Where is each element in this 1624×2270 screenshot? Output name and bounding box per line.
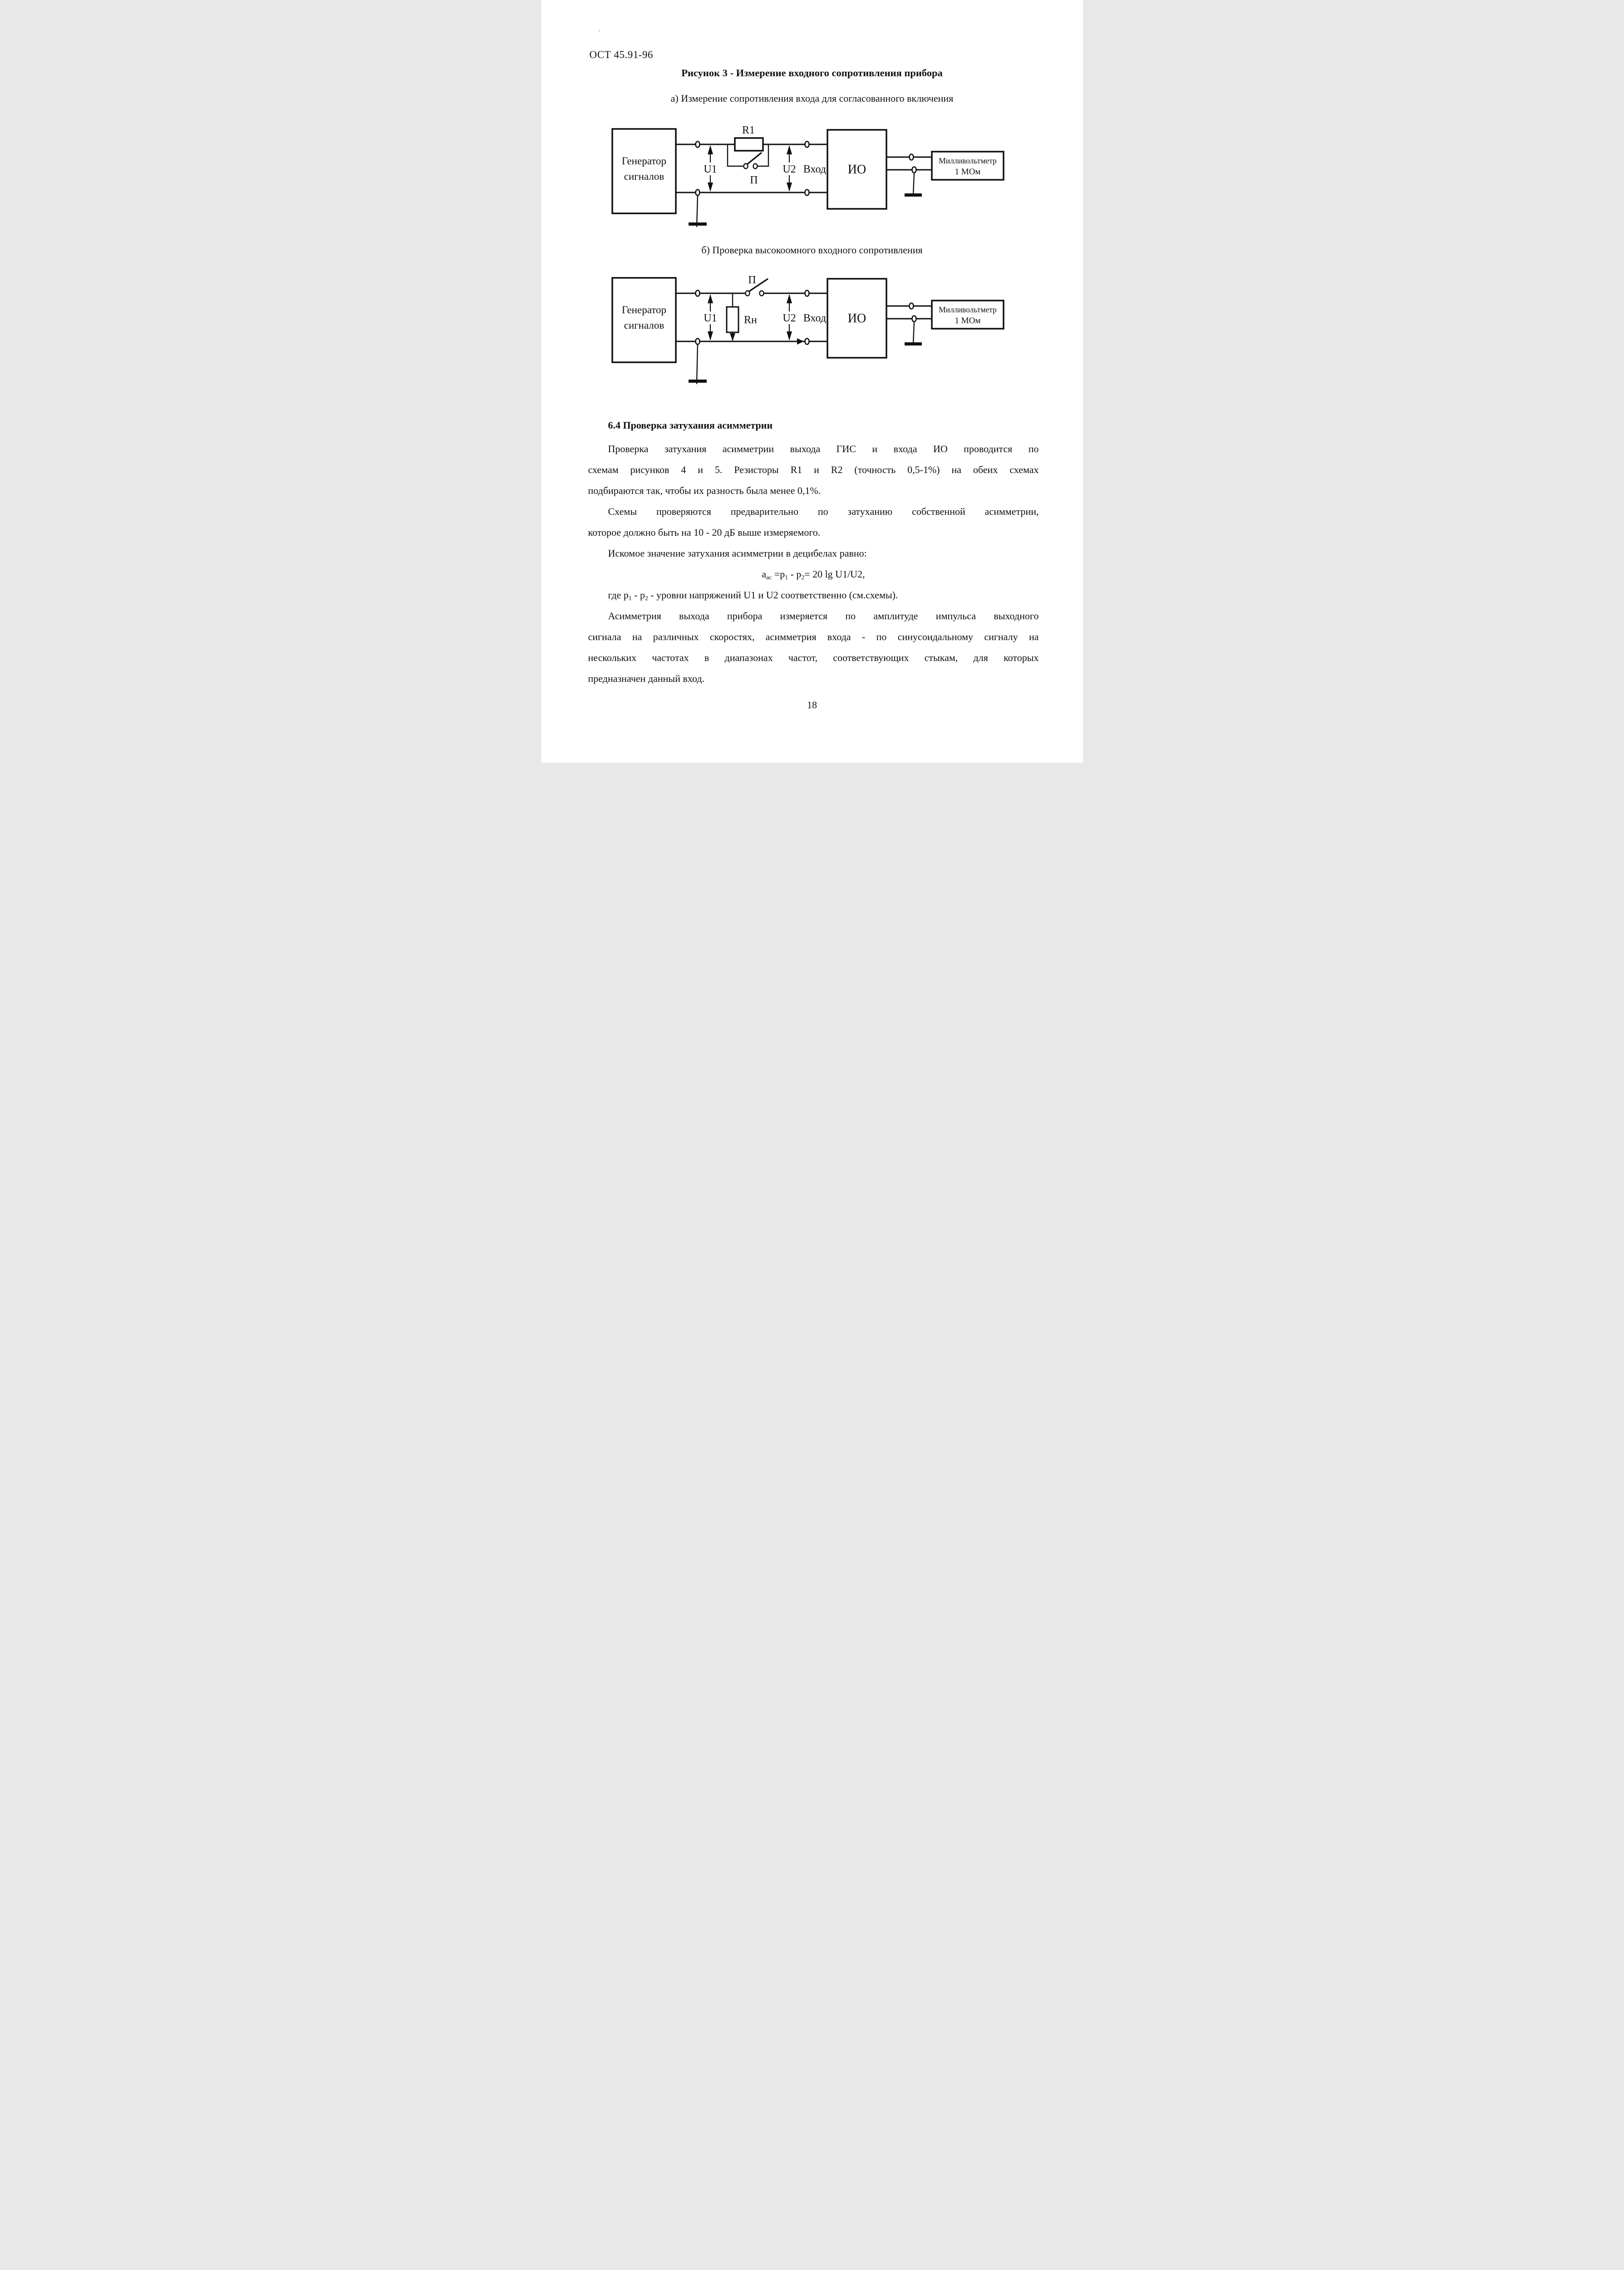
- section-heading: 6.4 Проверка затухания асимметрии: [608, 419, 773, 431]
- formula-segment: = 20 lg U1/U2,: [804, 568, 865, 580]
- terminal-icon: [694, 141, 700, 148]
- scan-artifact-dot: .: [598, 26, 600, 33]
- series-switch: [744, 278, 768, 296]
- ground-icon: [688, 195, 707, 227]
- terminal-icon: [804, 338, 810, 345]
- generator-label-line1: Генератор: [621, 304, 666, 316]
- millivoltmeter-box: [930, 151, 1004, 181]
- terminal-icon: [694, 290, 700, 297]
- io-box: [826, 129, 887, 210]
- terminal-icon: [694, 338, 700, 345]
- rn-label: Rн: [744, 314, 757, 326]
- paragraph-line: сигнала на различных скоростях, асимметр…: [588, 631, 1039, 642]
- u2-arrow: [780, 145, 798, 192]
- u2-arrow: [780, 294, 798, 340]
- paragraph-line: Асимметрия выхода прибора измеряется по …: [608, 610, 1039, 622]
- input-label: Вход: [803, 163, 826, 175]
- doc-header: ОСТ 45.91-96: [589, 49, 653, 60]
- terminal-icon: [694, 189, 700, 196]
- paragraph-line: нескольких частотах в диапазонах частот,…: [588, 652, 1039, 663]
- figure-title: Рисунок 3 - Измерение входного сопротивл…: [681, 67, 943, 79]
- circuit-diagram-a: Генератор сигналов ИО Милливольтметр 1 М…: [611, 126, 1004, 227]
- page-number: 18: [807, 699, 817, 711]
- switch-label: П: [748, 275, 756, 286]
- formula-subscript: 2: [801, 574, 805, 581]
- u1-label: U1: [704, 312, 717, 324]
- formula-subscript: ас: [766, 574, 772, 581]
- input-label: Вход: [803, 312, 826, 324]
- formula-segment: =p: [772, 568, 785, 580]
- paragraph-line: Проверка затухания асимметрии выхода ГИС…: [608, 443, 1039, 454]
- text-segment: где p: [608, 589, 629, 601]
- circuit-diagram-b: Генератор сигналов ИО Милливольтметр 1 М…: [611, 275, 1004, 385]
- ground-icon: [688, 344, 707, 385]
- r1-label: R1: [742, 126, 754, 136]
- millivoltmeter-label-line1: Милливольтметр: [939, 156, 997, 165]
- generator-label-line1: Генератор: [621, 155, 666, 167]
- text-segment: - p: [631, 589, 645, 601]
- text-subscript: 2: [645, 595, 648, 602]
- ground-icon: [904, 173, 922, 197]
- ground-icon: [904, 321, 922, 345]
- text-subscript: 1: [628, 595, 632, 602]
- u1-label: U1: [704, 163, 717, 175]
- generator-box: [611, 128, 677, 214]
- u2-label: U2: [782, 312, 796, 324]
- terminal-icon: [804, 290, 810, 297]
- paragraph-line: которое должно быть на 10 - 20 дБ выше и…: [588, 527, 821, 538]
- figure-caption-a: а) Измерение сопротивления входа для сог…: [670, 93, 954, 104]
- r1-resistor: [733, 137, 764, 152]
- terminal-icon: [804, 189, 810, 196]
- io-box: [826, 278, 887, 359]
- paragraph-line: где p1 - p2 - уровни напряжений U1 и U2 …: [588, 585, 1039, 606]
- generator-label-line2: сигналов: [624, 320, 664, 331]
- u1-arrow: [701, 145, 719, 192]
- switch-label: П: [750, 174, 758, 186]
- terminal-icon: [908, 153, 914, 161]
- io-label: ИО: [847, 311, 866, 326]
- figure-caption-b: б) Проверка высокоомного входного сопрот…: [701, 244, 923, 256]
- bypass-switch: [727, 144, 769, 169]
- millivoltmeter-label-line1: Милливольтметр: [939, 305, 997, 314]
- text-segment: - уровни напряжений U1 и U2 соответствен…: [648, 589, 898, 601]
- rn-resistor: [726, 293, 739, 341]
- section-6-4: 6.4 Проверка затухания асимметрии Провер…: [588, 415, 1039, 689]
- formula-segment: - p: [788, 568, 802, 580]
- millivoltmeter-box: [930, 300, 1004, 330]
- paragraph-line: предназначен данный вход.: [588, 673, 705, 684]
- paragraph-line: подбираются так, чтобы их разность была …: [588, 485, 821, 496]
- paragraph-line: Искомое значение затухания асимметрии в …: [608, 548, 867, 559]
- asymmetry-formula: aас =p1 - p2= 20 lg U1/U2,: [588, 564, 1039, 585]
- u2-label: U2: [782, 163, 796, 175]
- terminal-icon: [908, 302, 914, 310]
- paragraph-line: схемам рисунков 4 и 5. Резисторы R1 и R2…: [588, 464, 1039, 475]
- generator-label-line2: сигналов: [624, 171, 664, 182]
- terminal-icon: [804, 141, 810, 148]
- millivoltmeter-label-line2: 1 МОм: [955, 316, 980, 326]
- terminal-icon: [911, 315, 917, 322]
- u1-arrow: [701, 294, 719, 340]
- millivoltmeter-label-line2: 1 МОм: [955, 167, 980, 177]
- io-label: ИО: [847, 163, 866, 177]
- terminal-icon: [911, 166, 917, 173]
- bottom-wire-arrow: [797, 338, 804, 345]
- paragraph-line: Схемы проверяются предварительно по зату…: [608, 506, 1039, 517]
- document-page: . ОСТ 45.91-96 Рисунок 3 - Измерение вхо…: [541, 0, 1083, 763]
- generator-box: [611, 277, 677, 363]
- formula-segment: a: [762, 568, 767, 580]
- formula-subscript: 1: [785, 574, 788, 581]
